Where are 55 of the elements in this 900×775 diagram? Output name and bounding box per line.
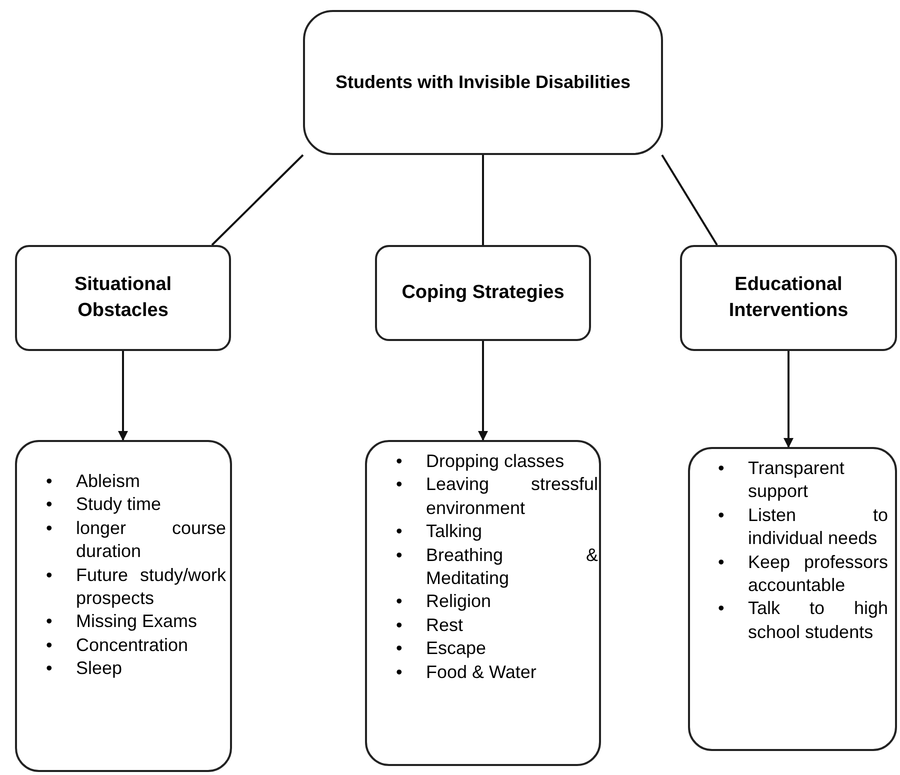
bullet-mark: • xyxy=(718,597,724,620)
list-box xyxy=(365,440,601,766)
list-item: Talk to high school students xyxy=(748,597,888,644)
list-item: Dropping classes xyxy=(426,450,566,473)
list-item: Transparent support xyxy=(748,457,846,504)
category-box xyxy=(303,10,663,155)
category-box xyxy=(15,245,231,351)
list-item: Leaving stressful environment xyxy=(426,473,598,520)
list-item: Talking xyxy=(426,520,484,544)
list-item: Food & Water xyxy=(426,660,538,684)
list-item: Keep professors accountable xyxy=(748,550,888,597)
box-title: Situational Obstacles xyxy=(73,273,173,323)
bullet-mark: • xyxy=(396,473,402,496)
bullet-mark: • xyxy=(396,637,402,660)
list-item: Missing Exams xyxy=(76,610,198,634)
arrow xyxy=(784,351,794,448)
connector-line xyxy=(211,154,304,246)
list-box xyxy=(15,440,232,772)
box-title: Coping Strategies xyxy=(400,281,566,306)
list-item: Ableism xyxy=(76,470,142,493)
bullet-mark: • xyxy=(396,590,402,614)
list-item: Breathing & Meditating xyxy=(426,544,598,590)
bullet-mark: • xyxy=(46,470,52,493)
bullet-mark: • xyxy=(396,520,402,544)
bullet-mark: • xyxy=(718,457,724,480)
box-title: Educational Interventions xyxy=(728,273,850,323)
bullet-mark: • xyxy=(396,614,402,637)
category-box xyxy=(680,245,897,351)
bullet-mark: • xyxy=(718,504,724,527)
bullet-mark: • xyxy=(396,544,402,567)
list-item: Concentration xyxy=(76,634,190,657)
bullet-mark: • xyxy=(46,516,52,540)
bullet-mark: • xyxy=(46,657,52,680)
bullet-mark: • xyxy=(46,564,52,587)
list-item: Future study/work prospects xyxy=(76,564,226,610)
list-item: longer course duration xyxy=(76,516,226,564)
bullet-mark: • xyxy=(46,634,52,657)
list-box xyxy=(688,447,897,751)
arrow xyxy=(478,341,488,441)
bullet-mark: • xyxy=(396,450,402,473)
connector-line xyxy=(482,155,484,245)
list-item: Sleep xyxy=(76,657,124,680)
arrow xyxy=(118,351,128,441)
bullet-mark: • xyxy=(718,550,724,574)
list-item: Study time xyxy=(76,493,162,516)
bullet-mark: • xyxy=(46,610,52,634)
box-title: Students with Invisible Disabilities xyxy=(334,71,632,94)
bullet-mark: • xyxy=(46,493,52,516)
list-item: Religion xyxy=(426,590,492,614)
connector-line xyxy=(661,154,718,246)
list-item: Listen to individual needs xyxy=(748,504,888,550)
list-item: Escape xyxy=(426,637,488,660)
category-box xyxy=(375,245,591,341)
list-item: Rest xyxy=(426,614,464,637)
bullet-mark: • xyxy=(396,660,402,684)
